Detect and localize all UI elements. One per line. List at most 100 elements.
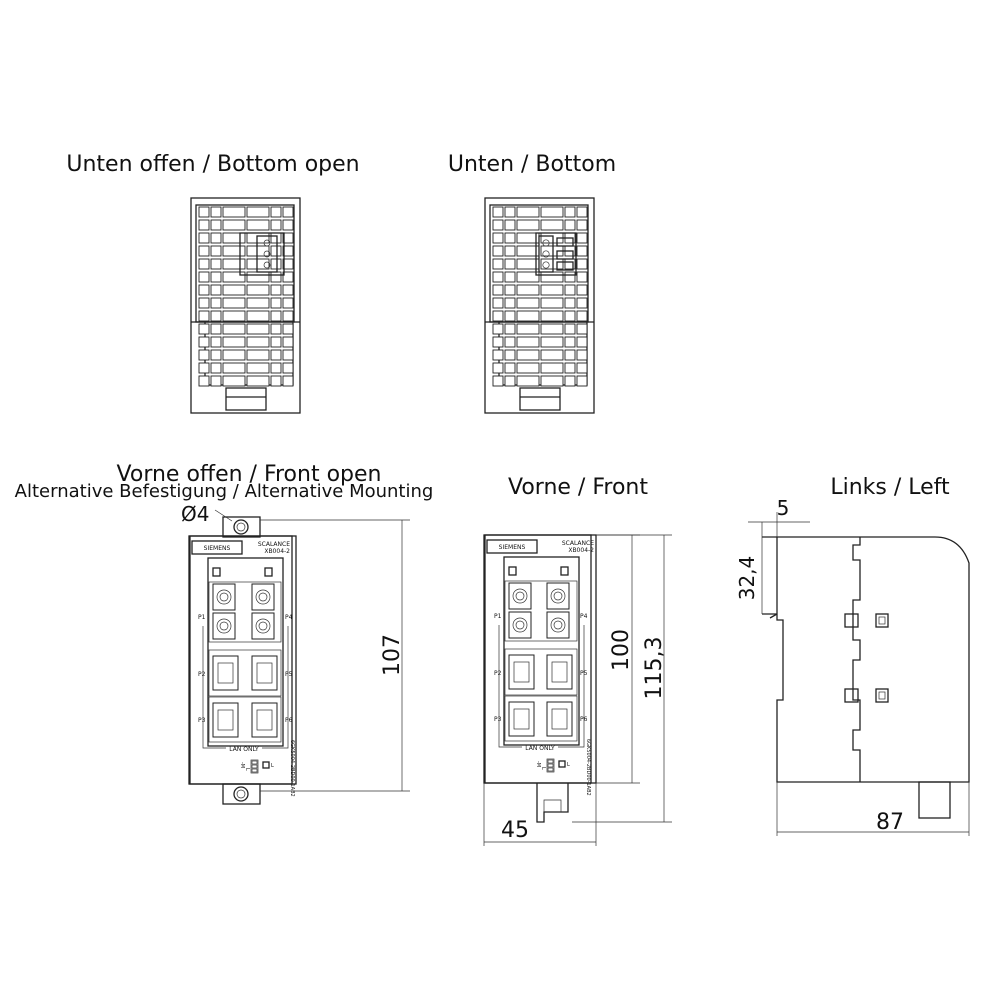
vent-slot	[504, 232, 516, 244]
vent-slot	[270, 297, 282, 309]
port-label-p2: P2	[198, 671, 206, 678]
vent-slot	[540, 362, 564, 374]
vent-slot	[222, 258, 246, 270]
vent-slot	[492, 336, 504, 348]
vent-slot	[492, 310, 504, 322]
vent-slot	[210, 245, 222, 257]
vent-slot	[210, 336, 222, 348]
vent-slot	[282, 206, 294, 218]
vent-slot	[246, 362, 270, 374]
vent-slot	[576, 336, 588, 348]
vent-slot	[210, 375, 222, 387]
model-label: XB004-2	[264, 548, 290, 555]
vent-slot	[504, 336, 516, 348]
vent-slot	[222, 284, 246, 296]
vent-slot	[210, 271, 222, 283]
vent-slot	[540, 375, 564, 387]
vent-slot	[222, 297, 246, 309]
vent-slot	[576, 362, 588, 374]
vent-slot	[516, 336, 540, 348]
vent-slot	[540, 336, 564, 348]
vent-slot	[198, 323, 210, 335]
vent-slot	[282, 219, 294, 231]
vent-slot	[282, 284, 294, 296]
vent-slot	[504, 271, 516, 283]
brand-label: SIEMENS	[204, 545, 231, 552]
vent-slot	[210, 323, 222, 335]
vent-slot	[198, 284, 210, 296]
vent-slot	[210, 206, 222, 218]
vent-slot	[492, 271, 504, 283]
vent-slot	[576, 375, 588, 387]
vent-slot	[270, 336, 282, 348]
vent-slot	[564, 284, 576, 296]
vent-slot	[270, 323, 282, 335]
vent-slot	[270, 349, 282, 361]
vent-slot	[564, 310, 576, 322]
vent-slot	[576, 297, 588, 309]
vent-slot	[516, 362, 540, 374]
vent-slot	[270, 219, 282, 231]
vent-slot	[540, 310, 564, 322]
vent-slot	[504, 375, 516, 387]
vent-slot	[504, 258, 516, 270]
vent-slot	[246, 336, 270, 348]
dim-87: 87	[876, 810, 904, 835]
vent-slot	[246, 245, 270, 257]
left-view: 5 32,4 87	[735, 496, 970, 836]
port-label-p6: P6	[285, 717, 293, 724]
vent-slot	[564, 271, 576, 283]
vent-slot	[540, 349, 564, 361]
vent-slot	[198, 271, 210, 283]
vent-slot	[576, 206, 588, 218]
vent-slot	[222, 219, 246, 231]
vent-slot	[516, 271, 540, 283]
vent-slot	[198, 297, 210, 309]
vent-slot	[492, 323, 504, 335]
bottom-open-title: Unten offen / Bottom open	[66, 152, 359, 177]
vent-slot	[198, 219, 210, 231]
vent-slot	[282, 310, 294, 322]
vent-slot	[564, 375, 576, 387]
vent-slot	[564, 349, 576, 361]
dim-5: 5	[777, 496, 790, 520]
vent-slot	[504, 349, 516, 361]
vent-slot	[198, 362, 210, 374]
vent-slot	[540, 297, 564, 309]
vent-slot	[246, 232, 270, 244]
vent-slot	[516, 375, 540, 387]
vent-slot	[564, 297, 576, 309]
vent-slot	[576, 232, 588, 244]
vent-slot	[516, 219, 540, 231]
vent-slot	[282, 258, 294, 270]
front-port-label-p1: P1	[494, 613, 502, 620]
vent-slot	[270, 271, 282, 283]
bottom-title: Unten / Bottom	[448, 152, 616, 177]
front-led-label-l1: L	[540, 767, 546, 770]
vent-slot	[516, 323, 540, 335]
led-label-m: -M	[239, 762, 245, 768]
vent-slot	[246, 349, 270, 361]
vent-slot	[270, 206, 282, 218]
vent-slot	[492, 245, 504, 257]
vent-slot	[516, 297, 540, 309]
vent-slot	[492, 349, 504, 361]
vent-slot	[246, 284, 270, 296]
port-label-p3: P3	[198, 717, 206, 724]
vent-slot	[282, 297, 294, 309]
led-label-l2: L	[271, 763, 274, 769]
vent-slot	[222, 232, 246, 244]
vent-slot	[246, 310, 270, 322]
left-title: Links / Left	[830, 475, 950, 500]
vent-slot	[198, 336, 210, 348]
vent-slot	[270, 375, 282, 387]
vent-slot	[540, 219, 564, 231]
vent-slot	[270, 245, 282, 257]
vent-slot	[282, 245, 294, 257]
front-led-label-m: -M	[535, 761, 541, 767]
vent-slot	[540, 284, 564, 296]
vent-slot	[210, 284, 222, 296]
vent-slot	[540, 271, 564, 283]
lan-only-label: LAN ONLY	[229, 746, 259, 753]
